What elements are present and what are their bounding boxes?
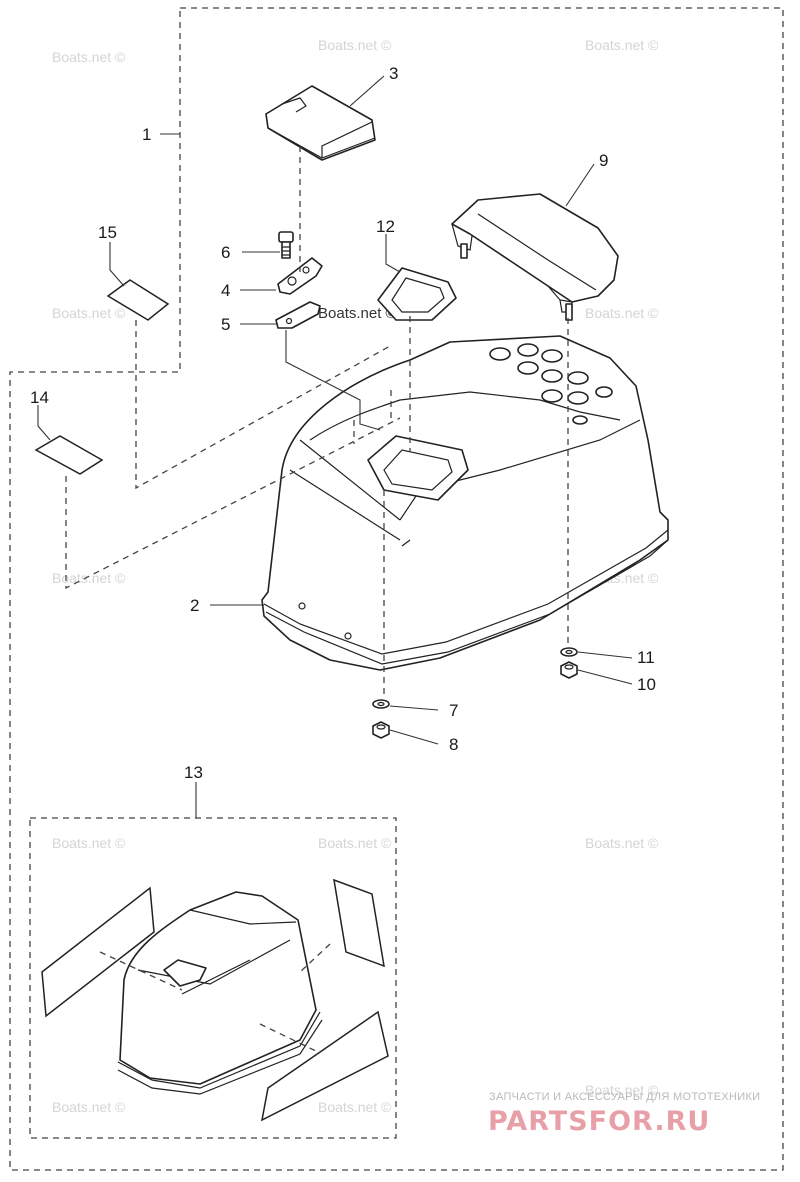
part-11-washer (560, 647, 578, 657)
callout-labels: 1 2 3 4 5 6 7 8 9 10 11 12 13 14 15 (30, 64, 656, 782)
callout-12: 12 (376, 217, 395, 236)
part-15-decal (106, 279, 170, 321)
callout-7: 7 (449, 701, 458, 720)
callout-15: 15 (98, 223, 117, 242)
part-14-decal (34, 435, 104, 475)
part-9-top-cap (451, 193, 619, 321)
watermark-text: Boats.net © (318, 835, 392, 851)
watermark-text: Boats.net © (318, 1099, 392, 1115)
callout-5: 5 (221, 315, 230, 334)
callout-13: 13 (184, 763, 203, 782)
part-12-gasket (377, 267, 457, 321)
watermark-text: Boats.net © (318, 305, 397, 322)
brand-tagline: ЗАПЧАСТИ И АКСЕССУАРЫ ДЛЯ МОТОТЕХНИКИ (489, 1091, 760, 1103)
brand-logo: ЗАПЧАСТИ И АКСЕССУАРЫ ДЛЯ МОТОТЕХНИКИ PA… (488, 1091, 760, 1137)
watermark-text: Boats.net © (585, 305, 659, 321)
callout-1: 1 (142, 125, 151, 144)
watermark-text: Boats.net © (52, 1099, 126, 1115)
callout-14: 14 (30, 388, 49, 407)
decal-right-side (333, 878, 385, 968)
callout-11: 11 (637, 648, 655, 667)
callout-6: 6 (221, 243, 230, 262)
assembly-lines (65, 146, 569, 698)
watermark-text: Boats.net © (52, 835, 126, 851)
part-5-bracket (275, 301, 321, 329)
watermark-text: Boats.net © (585, 37, 659, 53)
part-8-nut (372, 721, 390, 739)
watermark-text: Boats.net © (52, 49, 126, 65)
watermark-text: Boats.net © (52, 570, 126, 586)
decal-bottom (260, 1010, 389, 1122)
callout-4: 4 (221, 281, 230, 300)
watermark-text: Boats.net © (585, 835, 659, 851)
callout-10: 10 (637, 675, 656, 694)
callout-3: 3 (389, 64, 398, 83)
decal-kit-boundary (29, 817, 397, 1139)
watermark-text: Boats.net © (585, 1082, 659, 1098)
watermark-text: Boats.net © (52, 305, 126, 321)
callout-2: 2 (190, 596, 199, 615)
part-2-top-cowling (261, 335, 669, 671)
part-7-washer (372, 699, 390, 709)
callout-leaders (37, 75, 633, 818)
part-6-bolt (278, 231, 294, 259)
brand-name: PARTSFOR.RU (488, 1106, 710, 1137)
callout-9: 9 (599, 151, 608, 170)
callout-8: 8 (449, 735, 458, 754)
part-4-latch (277, 257, 323, 295)
cowling-holes (489, 343, 613, 425)
part-13-decal-kit (41, 878, 389, 1122)
part-3-cover-plate (265, 85, 376, 161)
decal-left-side (41, 886, 155, 1018)
part-10-nut (560, 661, 578, 679)
watermark-text: Boats.net © (318, 37, 392, 53)
